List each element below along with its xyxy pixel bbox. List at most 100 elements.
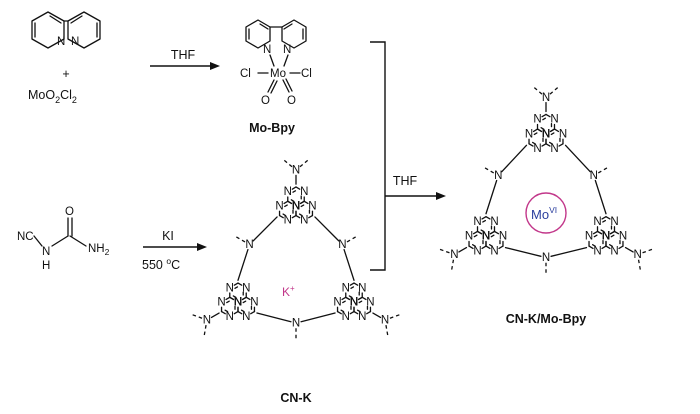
nitrogen-atom: N	[358, 282, 366, 294]
nitrogen-atom: N	[550, 114, 558, 126]
bpy-n-right: N	[71, 36, 79, 48]
condition-temperature: 550 oC	[142, 256, 180, 272]
product-label: CN-K/Mo-Bpy	[506, 312, 587, 326]
nitrogen-atom: N	[284, 215, 292, 227]
nitrogen-atom: N	[490, 216, 498, 228]
cyanourea-nh2: NH2	[88, 243, 110, 257]
nitrogen-atom: N	[226, 282, 234, 294]
mo-bpy-n-right: N	[283, 44, 291, 56]
nitrogen-atom: N	[499, 231, 507, 243]
nitrogen-atom: N	[350, 297, 358, 309]
nitrogen-atom: N	[350, 297, 358, 309]
nitrogen-atom: N	[482, 231, 490, 243]
nitrogen-atom: N	[542, 128, 550, 140]
nitrogen-atom: N	[473, 245, 481, 257]
nitrogen-atom: N	[542, 128, 550, 140]
condition-ki: KI	[162, 229, 174, 243]
nitrogen-atom: N	[610, 245, 618, 257]
nitrogen-atom: N	[242, 282, 250, 294]
nitrogen-atom: N	[550, 143, 558, 155]
nitrogen-atom: N	[292, 200, 300, 212]
nitrogen-atom: N	[350, 297, 358, 309]
cyanourea-o: O	[65, 206, 74, 218]
nitrogen-atom: N	[217, 297, 225, 309]
nitrogen-atom: N	[342, 282, 350, 294]
nitrogen-atom: N	[593, 245, 601, 257]
nitrogen-atom: N	[342, 311, 350, 323]
nitrogen-atom: N	[308, 200, 316, 212]
cyanourea-reagent: NC N H O NH2	[17, 206, 110, 272]
nitrogen-atom: N	[450, 249, 458, 261]
nitrogen-atom: N	[234, 297, 242, 309]
nitrogen-atom: N	[234, 297, 242, 309]
nitrogen-atom: N	[381, 314, 389, 326]
mo-site-circle	[525, 192, 567, 234]
nitrogen-atom: N	[542, 92, 550, 104]
nitrogen-atom: N	[602, 231, 610, 243]
condition-thf-top: THF	[171, 48, 196, 62]
nitrogen-atom: N	[292, 200, 300, 212]
nitrogen-atom: N	[490, 245, 498, 257]
nitrogen-atom: N	[338, 239, 346, 251]
nitrogen-atom: N	[292, 200, 300, 212]
nitrogen-atom: N	[226, 311, 234, 323]
nitrogen-atom: N	[292, 165, 300, 177]
bpy-n-left: N	[57, 36, 65, 48]
mo-bpy-label: Mo-Bpy	[249, 121, 295, 135]
nitrogen-atom: N	[542, 128, 550, 140]
plus-sign: +	[62, 67, 69, 81]
nitrogen-atom: N	[593, 216, 601, 228]
nitrogen-atom: N	[610, 216, 618, 228]
mo-bpy-complex: N N Mo Cl Cl O O	[240, 19, 312, 107]
nitrogen-atom: N	[533, 114, 541, 126]
nitrogen-atom: N	[203, 314, 211, 326]
merge-bracket	[370, 41, 386, 271]
nitrogen-atom: N	[292, 317, 300, 329]
nitrogen-atom: N	[284, 186, 292, 198]
nitrogen-atom: N	[473, 216, 481, 228]
cyanourea-h: H	[42, 260, 50, 272]
cn-k-label: CN-K	[280, 391, 311, 405]
nitrogen-atom: N	[350, 297, 358, 309]
nitrogen-atom: N	[585, 231, 593, 243]
potassium-ion: K+	[282, 284, 295, 299]
bipyridine-reagent: N N	[31, 11, 101, 49]
nitrogen-atom: N	[602, 231, 610, 243]
cyanourea-nc: NC	[17, 231, 34, 243]
nitrogen-atom: N	[559, 128, 567, 140]
nitrogen-atom: N	[590, 170, 598, 182]
nitrogen-atom: N	[602, 231, 610, 243]
nitrogen-atom: N	[300, 215, 308, 227]
mo-bpy-cl-left: Cl	[240, 68, 251, 80]
nitrogen-atom: N	[300, 186, 308, 198]
mo-bpy-cl-right: Cl	[301, 68, 312, 80]
mo-vi-site: MoVI	[531, 205, 557, 222]
nitrogen-atom: N	[602, 231, 610, 243]
nitrogen-atom: N	[494, 170, 502, 182]
moo2cl2-formula: MoO2Cl2	[28, 88, 77, 105]
mo-bpy-o-left: O	[261, 95, 270, 107]
nitrogen-atom: N	[234, 297, 242, 309]
nitrogen-atom: N	[533, 143, 541, 155]
nitrogen-atom: N	[619, 231, 627, 243]
nitrogen-atom: N	[333, 297, 341, 309]
nitrogen-atom: N	[366, 297, 374, 309]
nitrogen-atom: N	[542, 252, 550, 264]
cyanourea-nh: N	[42, 246, 50, 258]
mo-bpy-n-left: N	[263, 44, 271, 56]
nitrogen-atom: N	[542, 128, 550, 140]
nitrogen-atom: N	[275, 200, 283, 212]
nitrogen-atom: N	[633, 249, 641, 261]
condition-thf-main: THF	[393, 174, 418, 188]
nitrogen-atom: N	[245, 239, 253, 251]
nitrogen-atom: N	[482, 231, 490, 243]
nitrogen-atom: N	[525, 128, 533, 140]
nitrogen-atom: N	[358, 311, 366, 323]
nitrogen-atom: N	[482, 231, 490, 243]
mo-bpy-o-right: O	[287, 95, 296, 107]
nitrogen-atom: N	[234, 297, 242, 309]
nitrogen-atom: N	[242, 311, 250, 323]
nitrogen-atom: N	[482, 231, 490, 243]
